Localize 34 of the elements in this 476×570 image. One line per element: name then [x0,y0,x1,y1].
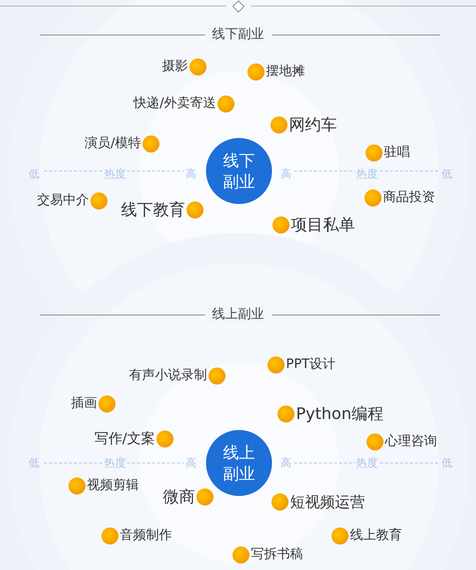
job-label: 音频制作 [120,528,172,544]
job-label: 网约车 [289,117,337,133]
axis-label: 高 [280,456,292,470]
job-label: 线上教育 [350,528,402,544]
job-label: 商品投资 [383,190,435,206]
job-label: 摄影 [162,59,188,75]
axis-label: 高 [186,168,196,180]
axis-label: 低 [28,168,40,180]
axis-label: 低 [28,456,40,470]
job-label: 写拆书稿 [251,547,303,563]
job-label: 写作/文案 [94,431,155,447]
axis-label: 低 [442,456,452,470]
job-label: 有声小说录制 [129,368,207,384]
axis-label: 高 [186,456,196,470]
job-label: 交易中介 [37,193,89,209]
job-label: 插画 [71,396,97,412]
job-label: Python编程 [296,406,384,422]
axis-label: 高 [280,168,292,180]
axis-label: 热度 [356,456,378,470]
axis-label: 热度 [104,456,126,470]
job-label: 驻唱 [384,145,410,161]
job-label: 视频剪辑 [87,478,139,494]
axis-label: 热度 [104,168,126,180]
job-label: 演员/模特 [84,136,141,152]
job-label: 短视频运营 [290,494,365,510]
job-label: 摆地摊 [266,64,305,80]
job-label: 快递/外卖寄送 [134,96,216,112]
job-label: 线下教育 [121,202,185,218]
job-label: 微商 [163,489,195,505]
axis-label: 热度 [356,168,378,180]
job-label: PPT设计 [286,357,336,373]
axis-label: 低 [442,168,452,180]
job-label: 心理咨询 [385,434,437,450]
job-label: 项目私单 [291,217,355,233]
